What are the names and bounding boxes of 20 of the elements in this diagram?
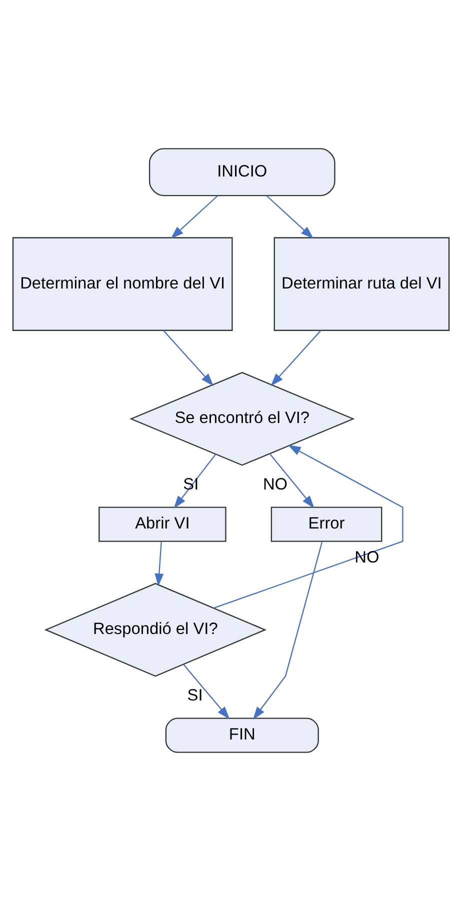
node-box: Determinar el nombre del VI	[12, 237, 233, 331]
arrow	[266, 196, 314, 239]
arrow	[170, 196, 218, 239]
arrow	[183, 664, 230, 720]
arrow	[154, 542, 164, 586]
arrow	[162, 330, 214, 386]
arrow	[252, 541, 323, 720]
arrow	[174, 454, 216, 509]
arrow	[270, 330, 322, 386]
node-box: Abrir VI	[98, 506, 226, 542]
arrow	[269, 453, 314, 508]
node-box: Error	[270, 506, 382, 542]
edge-label: NO	[354, 548, 380, 567]
node-box: INICIO	[148, 148, 336, 196]
node-diamond: Respondió el VI?	[44, 582, 266, 677]
node-box: FIN	[165, 718, 319, 753]
edge-label: NO	[262, 475, 288, 494]
node-box: Determinar ruta del VI	[274, 237, 450, 331]
edge-label: SI	[187, 686, 203, 704]
arrow	[214, 444, 404, 609]
